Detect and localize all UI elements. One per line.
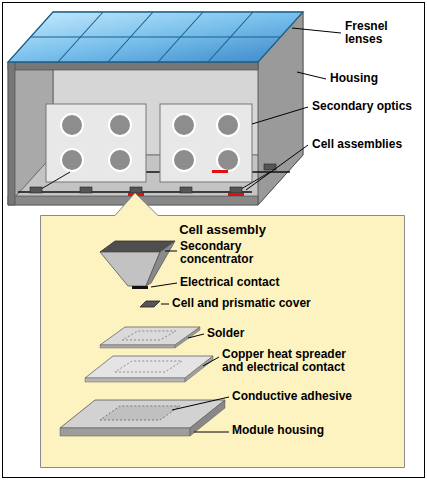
solar-cell [140,301,160,307]
callout-shape [41,193,405,468]
solder-layer [100,327,200,348]
heat-spreader [85,356,213,382]
part-label: Cell assemblies [312,138,402,151]
part-label: Secondary concentrator [180,240,280,266]
housing-rim [8,62,258,70]
part-label: Secondary optics [312,100,412,113]
housing-plate [60,400,225,436]
fresnel-lens-array [8,12,303,62]
part-label: Electrical contact [180,276,279,289]
cell-row [18,170,270,196]
part-label: Copper heat spreader and electrical cont… [222,348,362,374]
part-label: Solder [207,327,244,340]
part-label: Module housing [232,424,324,437]
secondary-optics [46,104,252,182]
housing-rim [8,62,15,205]
panel-heading: Cell assembly [40,215,405,238]
part-label: Fresnel lenses [345,20,407,46]
frame [3,3,425,478]
secondary-concentrator [100,241,175,289]
part-label: Cell and prismatic cover [172,297,311,310]
part-label: Conductive adhesive [232,390,352,403]
part-label: Housing [330,72,378,85]
